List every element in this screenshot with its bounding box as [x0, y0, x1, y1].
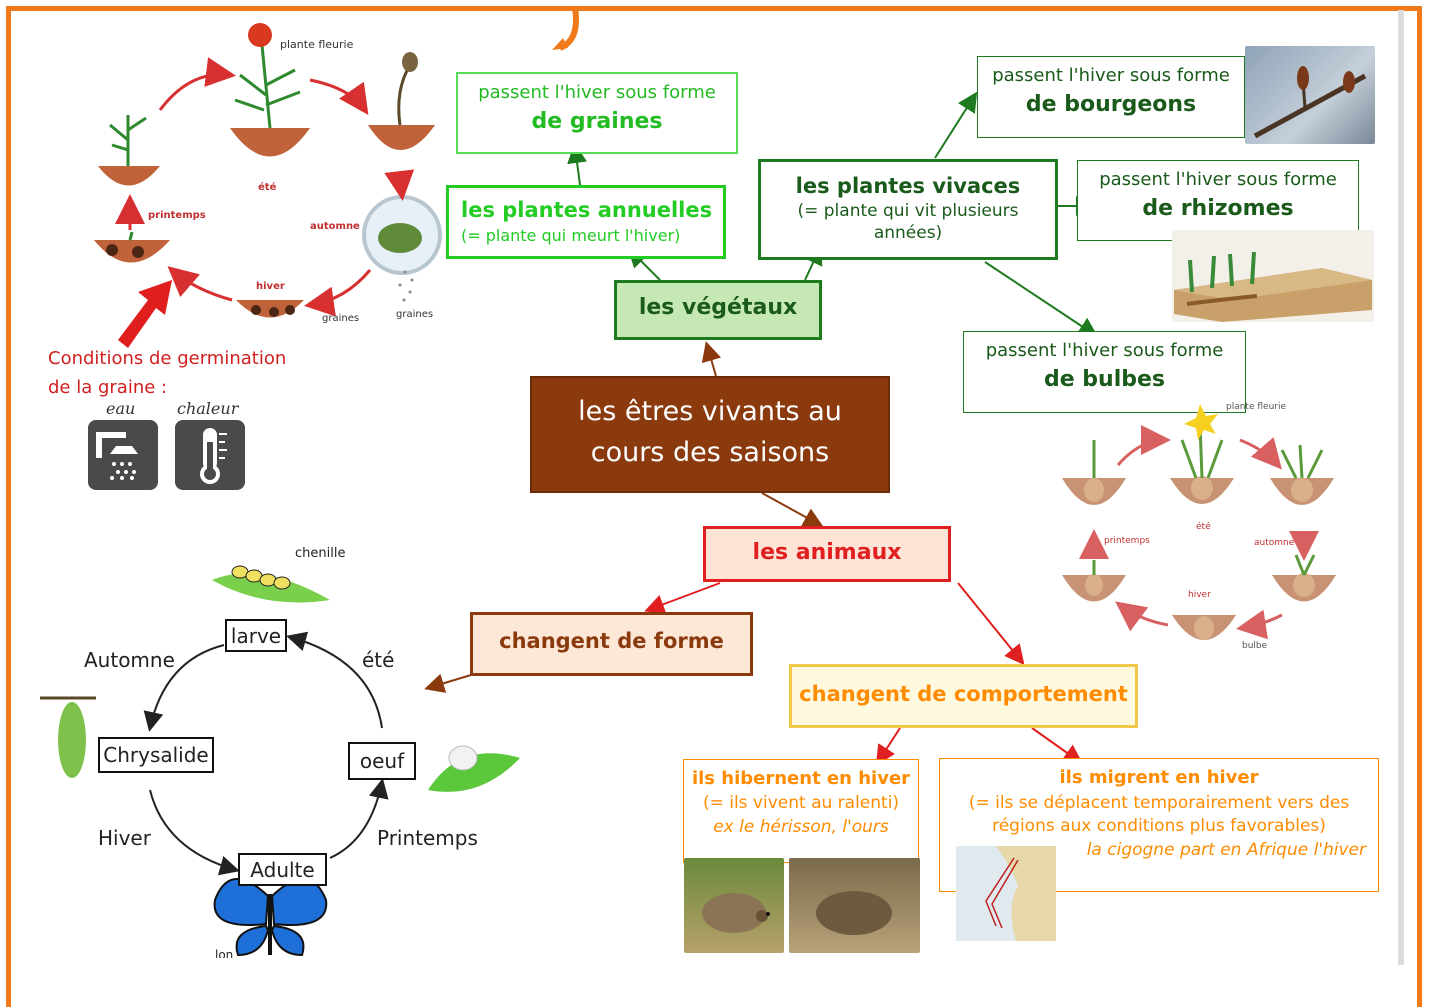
- plant-summer-label: été: [258, 182, 277, 193]
- migrent-desc2: régions aux conditions plus favorables): [992, 816, 1326, 836]
- larva-box: larve: [225, 619, 287, 652]
- caterpillar-label: chenille: [295, 546, 346, 561]
- water-label: eau: [106, 399, 136, 418]
- bourgeons-line2: de bourgeons: [1025, 92, 1197, 117]
- bulb-spring-label: printemps: [1104, 536, 1150, 546]
- bulb-bulb-label: bulbe: [1242, 641, 1268, 651]
- bourgeons-photo: [1245, 46, 1375, 144]
- plant-flower-label: plante fleurie: [280, 38, 354, 51]
- arrow-vivaces-bourgeons: [934, 91, 978, 159]
- shower-icon: [88, 420, 158, 490]
- bulbes-line2: de bulbes: [1043, 367, 1166, 392]
- vegetaux-box: les végétaux: [614, 280, 822, 340]
- egg-box: oeuf: [348, 742, 416, 780]
- vivaces-desc2: années): [873, 223, 943, 243]
- bulbes-box: passent l'hiver sous forme de bulbes: [963, 331, 1246, 413]
- chrysalis-box: Chrysalide: [98, 737, 214, 773]
- hibernent-desc: (= ils vivent au ralenti): [702, 793, 900, 813]
- scrollbar[interactable]: [1398, 10, 1404, 965]
- center-line2: cours des saisons: [590, 437, 830, 468]
- forme-title: changent de forme: [499, 629, 724, 653]
- graines-line1: passent l'hiver sous forme: [478, 82, 716, 103]
- adult-box: Adulte: [238, 853, 327, 886]
- hibernent-example: ex le hérisson, l'ours: [713, 817, 889, 837]
- animaux-box: les animaux: [703, 526, 951, 582]
- page-frame: [6, 6, 1422, 1007]
- migrent-desc1: (= ils se déplacent temporairement vers …: [968, 793, 1350, 813]
- vegetaux-title: les végétaux: [638, 295, 798, 320]
- bourgeons-line1: passent l'hiver sous forme: [992, 65, 1230, 86]
- insect-winter-label: Hiver: [98, 826, 151, 850]
- thermometer-icon: [175, 420, 245, 490]
- arrow-animaux-comportement: [957, 582, 1025, 666]
- annuelles-box: les plantes annuelles (= plante qui meur…: [446, 185, 726, 259]
- center-box: les êtres vivants au cours des saisons: [530, 376, 890, 493]
- arrow-comportement-migrent: [1031, 727, 1084, 765]
- rhizomes-line2: de rhizomes: [1142, 196, 1294, 221]
- insect-summer-label: été: [362, 648, 395, 672]
- plant-seeds-label-1: graines: [322, 313, 360, 324]
- plant-spring-label: printemps: [148, 210, 206, 221]
- heat-label: chaleur: [177, 399, 239, 418]
- bulb-summer-label: été: [1196, 522, 1211, 532]
- insect-partial-label: lon: [215, 948, 234, 958]
- hedgehog-photo-1: [684, 858, 784, 953]
- arrow-comportement-hibernent: [875, 727, 901, 766]
- plant-winter-label: hiver: [256, 281, 285, 292]
- animaux-title: les animaux: [752, 540, 902, 565]
- arrow-vivaces-bulbes: [984, 261, 1099, 338]
- graines-line2: de graines: [531, 109, 663, 134]
- arrow-center-animaux: [761, 492, 824, 527]
- insect-autumn-label: Automne: [84, 648, 175, 672]
- bulb-autumn-label: automne: [1254, 538, 1295, 548]
- vivaces-title: les plantes vivaces: [795, 174, 1021, 198]
- arrow-animaux-forme: [644, 582, 721, 614]
- vivaces-box: les plantes vivaces (= plante qui vit pl…: [758, 159, 1058, 260]
- insect-spring-label: Printemps: [377, 826, 478, 850]
- plant-seeds-label-2: graines: [396, 309, 434, 320]
- rhizomes-box: passent l'hiver sous forme de rhizomes: [1077, 160, 1359, 241]
- annuelles-title: les plantes annuelles: [461, 198, 713, 222]
- comportement-title: changent de comportement: [799, 682, 1128, 706]
- butterfly-icon: [213, 878, 328, 957]
- plant-autumn-label: automne: [310, 221, 360, 232]
- germination-arrow-icon: [118, 280, 172, 348]
- annuelles-desc: (= plante qui meurt l'hiver): [461, 226, 681, 245]
- hibernent-box: ils hibernent en hiver (= ils vivent au …: [683, 759, 919, 863]
- bulbes-line1: passent l'hiver sous forme: [985, 340, 1224, 361]
- arrow-forme-cycle: [424, 673, 472, 693]
- vivaces-desc1: (= plante qui vit plusieurs: [797, 201, 1019, 221]
- rhizomes-line1: passent l'hiver sous forme: [1099, 169, 1337, 190]
- comportement-box: changent de comportement: [789, 664, 1138, 728]
- germination-title-line1: Conditions de germination: [48, 348, 287, 369]
- migrent-box: ils migrent en hiver (= ils se déplacent…: [939, 758, 1379, 892]
- migrent-example: la cigogne part en Afrique l'hiver: [1086, 840, 1366, 860]
- forme-box: changent de forme: [470, 612, 753, 676]
- hedgehog-photo-2: [789, 858, 920, 953]
- migrent-title: ils migrent en hiver: [1059, 767, 1259, 788]
- graines-box: passent l'hiver sous forme de graines: [456, 72, 738, 154]
- rhizomes-illustration: [1172, 230, 1374, 322]
- migration-map: [956, 846, 1056, 941]
- hibernent-title: ils hibernent en hiver: [691, 768, 911, 789]
- germination-title-line2: de la graine :: [48, 377, 168, 398]
- arrow-center-vegetaux: [701, 341, 722, 377]
- bourgeons-box: passent l'hiver sous forme de bourgeons: [977, 56, 1245, 138]
- bulb-winter-label: hiver: [1188, 590, 1211, 600]
- bulb-flower-label: plante fleurie: [1226, 402, 1287, 412]
- center-line1: les êtres vivants au: [578, 396, 842, 427]
